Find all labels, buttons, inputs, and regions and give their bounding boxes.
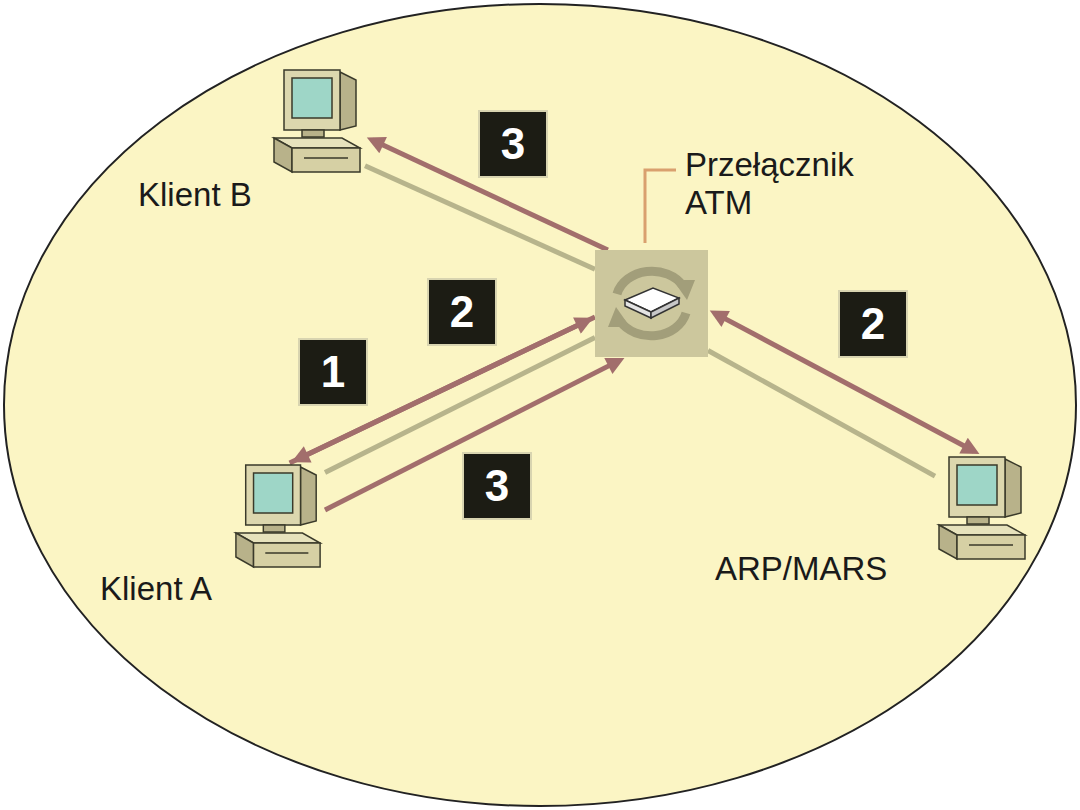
- switch-plate: [595, 250, 708, 357]
- node-label-box: Przełącznik ATM: [685, 146, 910, 222]
- node-label-box: Klient A: [100, 570, 212, 608]
- atm-link: [365, 166, 595, 270]
- node-label: Przełącznik ATM: [685, 146, 854, 221]
- computer-icon: [935, 455, 1030, 562]
- drive-slot: [265, 552, 308, 554]
- case-front: [254, 543, 321, 567]
- monitor-front: [284, 70, 340, 130]
- monitor-neck: [967, 517, 989, 524]
- device-side: [651, 298, 679, 318]
- node-label: ARP/MARS: [715, 550, 887, 587]
- node-label-box: ARP/MARS: [715, 550, 887, 588]
- case-side: [236, 533, 254, 567]
- monitor-neck: [302, 130, 324, 137]
- computer-node: Klient B: [138, 68, 365, 214]
- monitor-screen: [957, 465, 997, 505]
- case-front: [957, 535, 1025, 559]
- leader-line: [645, 170, 676, 243]
- monitor-side: [340, 72, 356, 130]
- monitor-screen: [292, 78, 332, 118]
- node-label-box: Klient B: [138, 176, 252, 214]
- computer-icon: [270, 68, 365, 175]
- monitor-screen: [254, 473, 293, 513]
- device-front: [625, 300, 651, 318]
- case-side: [274, 138, 292, 172]
- icon-graphic: [935, 455, 1030, 562]
- computer-node: Klient A: [100, 463, 325, 608]
- icon-graphic: [270, 68, 365, 175]
- callout-number: 2: [838, 290, 908, 358]
- callout-number: 1: [298, 338, 368, 406]
- icon-graphic: [232, 463, 325, 570]
- case-side: [939, 525, 957, 559]
- cycle-arrow-head: [608, 307, 630, 327]
- monitor-front: [246, 465, 301, 525]
- computer-node: ARP/MARS: [715, 455, 1030, 588]
- callout-number: 3: [478, 110, 548, 178]
- monitor-front: [949, 457, 1005, 517]
- monitor-side: [1005, 459, 1021, 517]
- drive-slot: [304, 157, 348, 159]
- switch-icon: [595, 250, 708, 357]
- callout-number: 2: [427, 278, 497, 346]
- network-ellipse: [4, 4, 1076, 806]
- drive-slot: [969, 544, 1013, 546]
- computer-icon: [232, 463, 325, 570]
- icon-graphic: [595, 250, 708, 357]
- node-label: Klient B: [138, 176, 252, 213]
- callout-number: 3: [462, 452, 532, 520]
- node-label: Klient A: [100, 570, 212, 607]
- case-front: [292, 148, 360, 172]
- monitor-neck: [263, 525, 285, 532]
- monitor-side: [301, 467, 317, 525]
